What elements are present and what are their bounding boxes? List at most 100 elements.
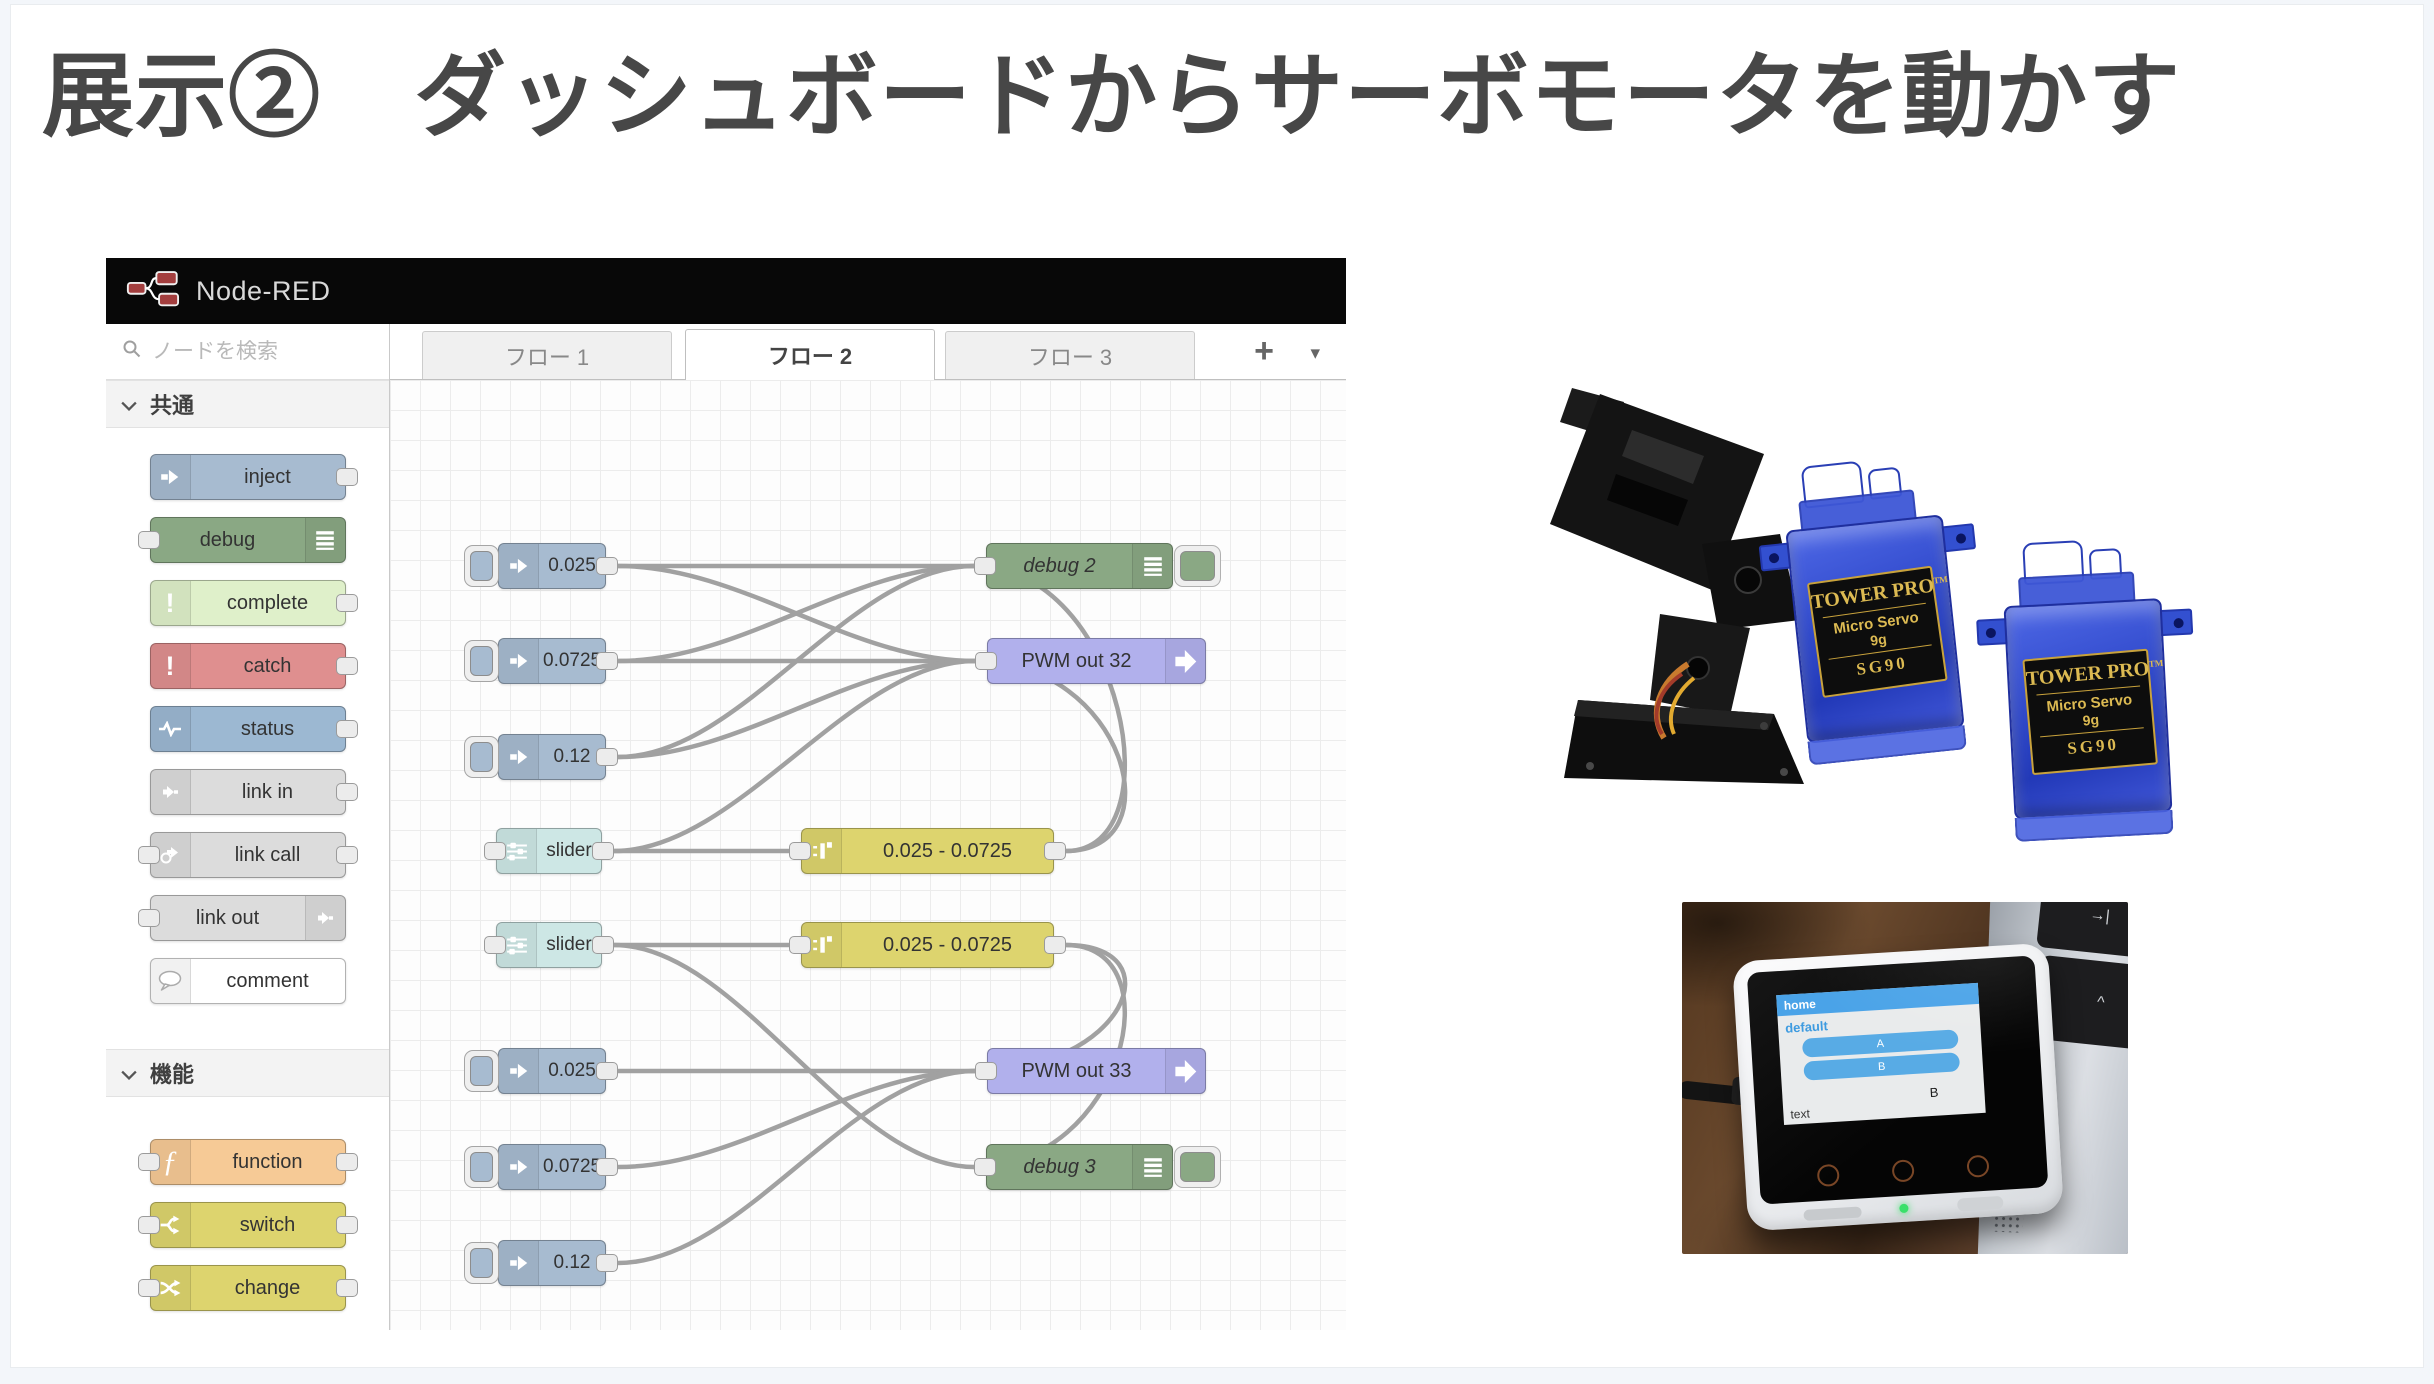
node-red-editor: Node-RED 共通 injectdebug!complete!catchst…: [106, 258, 1346, 1330]
tab-flow-3[interactable]: フロー 3: [945, 331, 1195, 379]
output-port[interactable]: [335, 468, 358, 486]
output-port[interactable]: [596, 1254, 618, 1272]
inject-trigger-button[interactable]: [464, 736, 499, 778]
flow-node-debug-2[interactable]: debug 2: [974, 543, 1221, 589]
output-port[interactable]: [335, 783, 358, 801]
inject-trigger-button[interactable]: [464, 640, 499, 682]
input-port[interactable]: [484, 936, 506, 954]
pan-tilt-bracket-graphic: [1550, 388, 1804, 784]
flow-node-0.025[interactable]: 0.025: [464, 1048, 618, 1094]
servo-label: TOWER PROTM Micro Servo 9g SG90: [1806, 565, 1948, 698]
wire-range1-to-debug2: [971, 563, 1128, 854]
inject-icon: [150, 455, 191, 499]
comment-icon: [150, 959, 191, 1003]
input-port[interactable]: [789, 936, 811, 954]
output-port[interactable]: [335, 846, 358, 864]
palette-node-inject[interactable]: inject: [149, 454, 358, 500]
node-label: catch: [243, 654, 292, 677]
inject-icon: [499, 1241, 539, 1285]
inject-trigger-button[interactable]: [464, 545, 499, 587]
output-port[interactable]: [335, 1153, 358, 1171]
node-label: slider: [546, 934, 592, 955]
palette-node-debug[interactable]: debug: [137, 517, 346, 563]
palette-node-switch[interactable]: switch: [137, 1202, 358, 1248]
node-label: change: [234, 1276, 301, 1299]
tab-flow-2[interactable]: フロー 2: [685, 329, 935, 380]
flow-node-slider[interactable]: slider: [484, 922, 614, 968]
inject-trigger-button[interactable]: [464, 1050, 499, 1092]
palette-node-link-in[interactable]: link in: [149, 769, 358, 815]
input-port[interactable]: [137, 846, 160, 864]
input-port[interactable]: [974, 1158, 996, 1176]
servo-tm: TM: [2148, 657, 2164, 669]
output-port[interactable]: [596, 1158, 618, 1176]
output-port[interactable]: [335, 594, 358, 612]
input-port[interactable]: [137, 909, 160, 927]
flow-node-0.12[interactable]: 0.12: [464, 734, 618, 780]
flow-node-debug-3[interactable]: debug 3: [974, 1144, 1221, 1190]
flow-node-slider[interactable]: slider: [484, 828, 614, 874]
input-port[interactable]: [975, 1062, 997, 1080]
output-port[interactable]: [335, 720, 358, 738]
flow-node-0.0725[interactable]: 0.0725: [464, 638, 618, 684]
flow-node-0.025[interactable]: 0.025: [464, 543, 618, 589]
node-label: 0.025: [548, 555, 596, 576]
tab-flow-1[interactable]: フロー 1: [422, 331, 672, 379]
inject-trigger-button[interactable]: [464, 1242, 499, 1284]
input-port[interactable]: [137, 1279, 160, 1297]
flow-list-menu-button[interactable]: ▾: [1310, 343, 1320, 364]
node-label: debug 2: [1023, 554, 1096, 577]
inject-trigger-button[interactable]: [464, 1146, 499, 1188]
input-port[interactable]: [484, 842, 506, 860]
flow-node-PWM-out-33[interactable]: PWM out 33: [975, 1048, 1206, 1094]
debug-enable-toggle[interactable]: [1174, 1146, 1221, 1188]
output-port[interactable]: [596, 748, 618, 766]
output-port[interactable]: [596, 652, 618, 670]
output-port[interactable]: [596, 557, 618, 575]
palette-node-link-out[interactable]: link out: [137, 895, 346, 941]
node-label: debug 3: [1023, 1155, 1096, 1178]
alert-icon: !: [150, 581, 191, 625]
palette-node-comment[interactable]: comment: [149, 958, 346, 1004]
servo-body: TOWER PROTM Micro Servo 9g SG90: [2003, 598, 2173, 821]
inject-icon: [499, 1049, 539, 1093]
palette-search[interactable]: [106, 324, 389, 380]
palette-node-complete[interactable]: !complete: [149, 580, 358, 626]
input-port[interactable]: [137, 1153, 160, 1171]
flow-node-PWM-out-32[interactable]: PWM out 32: [975, 638, 1206, 684]
debug-enable-toggle[interactable]: [1174, 545, 1221, 587]
output-port[interactable]: [596, 1062, 618, 1080]
palette-category-common[interactable]: 共通: [106, 380, 389, 428]
node-label: 0.025: [548, 1060, 596, 1081]
input-port[interactable]: [975, 652, 997, 670]
output-port[interactable]: [1044, 842, 1066, 860]
tab-key-icon: →|: [2036, 902, 2128, 960]
flow-node-0.025---0.0725[interactable]: 0.025 - 0.0725: [789, 922, 1066, 968]
input-port[interactable]: [789, 842, 811, 860]
flow-canvas[interactable]: 0.025 0.0725 0.12 slider 0.025 - 0.0725 debug…: [390, 380, 1346, 1330]
palette-category-function[interactable]: 機能: [106, 1049, 389, 1097]
palette-node-link-call[interactable]: link call: [137, 832, 358, 878]
output-port[interactable]: [592, 842, 614, 860]
flow-node-0.0725[interactable]: 0.0725: [464, 1144, 618, 1190]
node-palette: 共通 injectdebug!complete!catchstatuslink …: [106, 324, 390, 1330]
output-port[interactable]: [1044, 936, 1066, 954]
input-port[interactable]: [137, 531, 160, 549]
palette-node-change[interactable]: change: [137, 1265, 358, 1311]
flow-node-0.025---0.0725[interactable]: 0.025 - 0.0725: [789, 828, 1066, 874]
palette-node-status[interactable]: status: [149, 706, 358, 752]
output-port[interactable]: [335, 1279, 358, 1297]
flow-node-0.12[interactable]: 0.12: [464, 1240, 618, 1286]
input-port[interactable]: [137, 1216, 160, 1234]
output-port[interactable]: [335, 657, 358, 675]
output-port[interactable]: [335, 1216, 358, 1234]
palette-node-catch[interactable]: !catch: [149, 643, 358, 689]
input-port[interactable]: [974, 557, 996, 575]
wire-inj_b3-to-pwm33: [615, 1068, 978, 1266]
screen-glare: [1746, 955, 2049, 1205]
node-label: 0.025 - 0.0725: [883, 933, 1012, 956]
add-flow-button[interactable]: +: [1254, 332, 1274, 370]
palette-search-input[interactable]: [152, 339, 352, 364]
output-port[interactable]: [592, 936, 614, 954]
